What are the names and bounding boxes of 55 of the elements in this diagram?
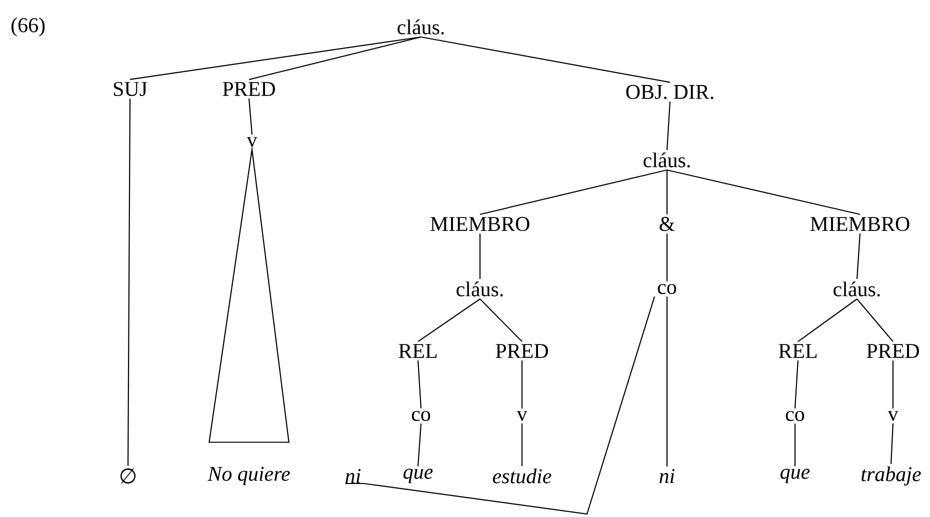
word-label: que	[404, 468, 433, 484]
tree-line	[127, 98, 131, 466]
word-label: trabaje	[862, 466, 921, 486]
tree-line	[479, 234, 481, 279]
tree-line	[890, 423, 894, 464]
category-label: MIEMBRO	[430, 216, 530, 232]
category-label: cláus.	[398, 20, 444, 34]
category-label: MIEMBRO	[810, 216, 910, 232]
category-label: co	[786, 410, 804, 422]
word-label: ∅	[120, 468, 136, 484]
tree-line	[794, 360, 799, 408]
tree-line	[418, 298, 480, 342]
tree-line	[248, 98, 253, 135]
tree-line	[794, 424, 796, 466]
tree-line	[798, 298, 858, 342]
tree-line	[417, 360, 422, 408]
category-label: OBJ. DIR.	[626, 84, 714, 100]
tree-line	[856, 234, 861, 280]
tree-line	[248, 36, 422, 80]
category-label: &	[660, 216, 675, 232]
tree-line	[420, 36, 670, 83]
word-label: No quiere	[208, 466, 290, 486]
tree-line	[666, 170, 668, 214]
category-label: cláus.	[834, 282, 880, 296]
tree-line	[856, 298, 894, 342]
category-label: SUJ	[114, 82, 148, 96]
category-label: cláus.	[644, 152, 690, 168]
example-number: (66)	[12, 17, 45, 37]
category-label: REL	[778, 344, 817, 358]
connecting-line	[345, 296, 656, 515]
category-label: co	[412, 410, 430, 422]
tree-line	[666, 102, 671, 150]
category-label: v	[516, 411, 528, 421]
tree-line	[521, 360, 523, 409]
tree-line	[892, 360, 894, 409]
category-label: v	[246, 137, 258, 147]
tree-line	[480, 298, 522, 342]
word-label: ni	[660, 469, 675, 483]
category-label: PRED	[866, 344, 919, 358]
tree-line	[521, 423, 523, 466]
tree-line	[480, 169, 668, 215]
tree-line	[130, 36, 422, 80]
word-label: estudie	[492, 468, 552, 484]
word-label: ni	[346, 469, 361, 483]
tree-line	[666, 234, 668, 282]
category-label: REL	[398, 344, 437, 358]
word-label: que	[780, 468, 810, 484]
tree-line	[417, 424, 422, 466]
category-label: cláus.	[456, 282, 503, 296]
tree-line	[666, 169, 860, 215]
category-label: co	[658, 284, 676, 294]
category-label: PRED	[496, 344, 548, 358]
category-label: v	[888, 411, 898, 421]
category-label: PRED	[222, 82, 275, 96]
tree-line	[666, 296, 668, 466]
